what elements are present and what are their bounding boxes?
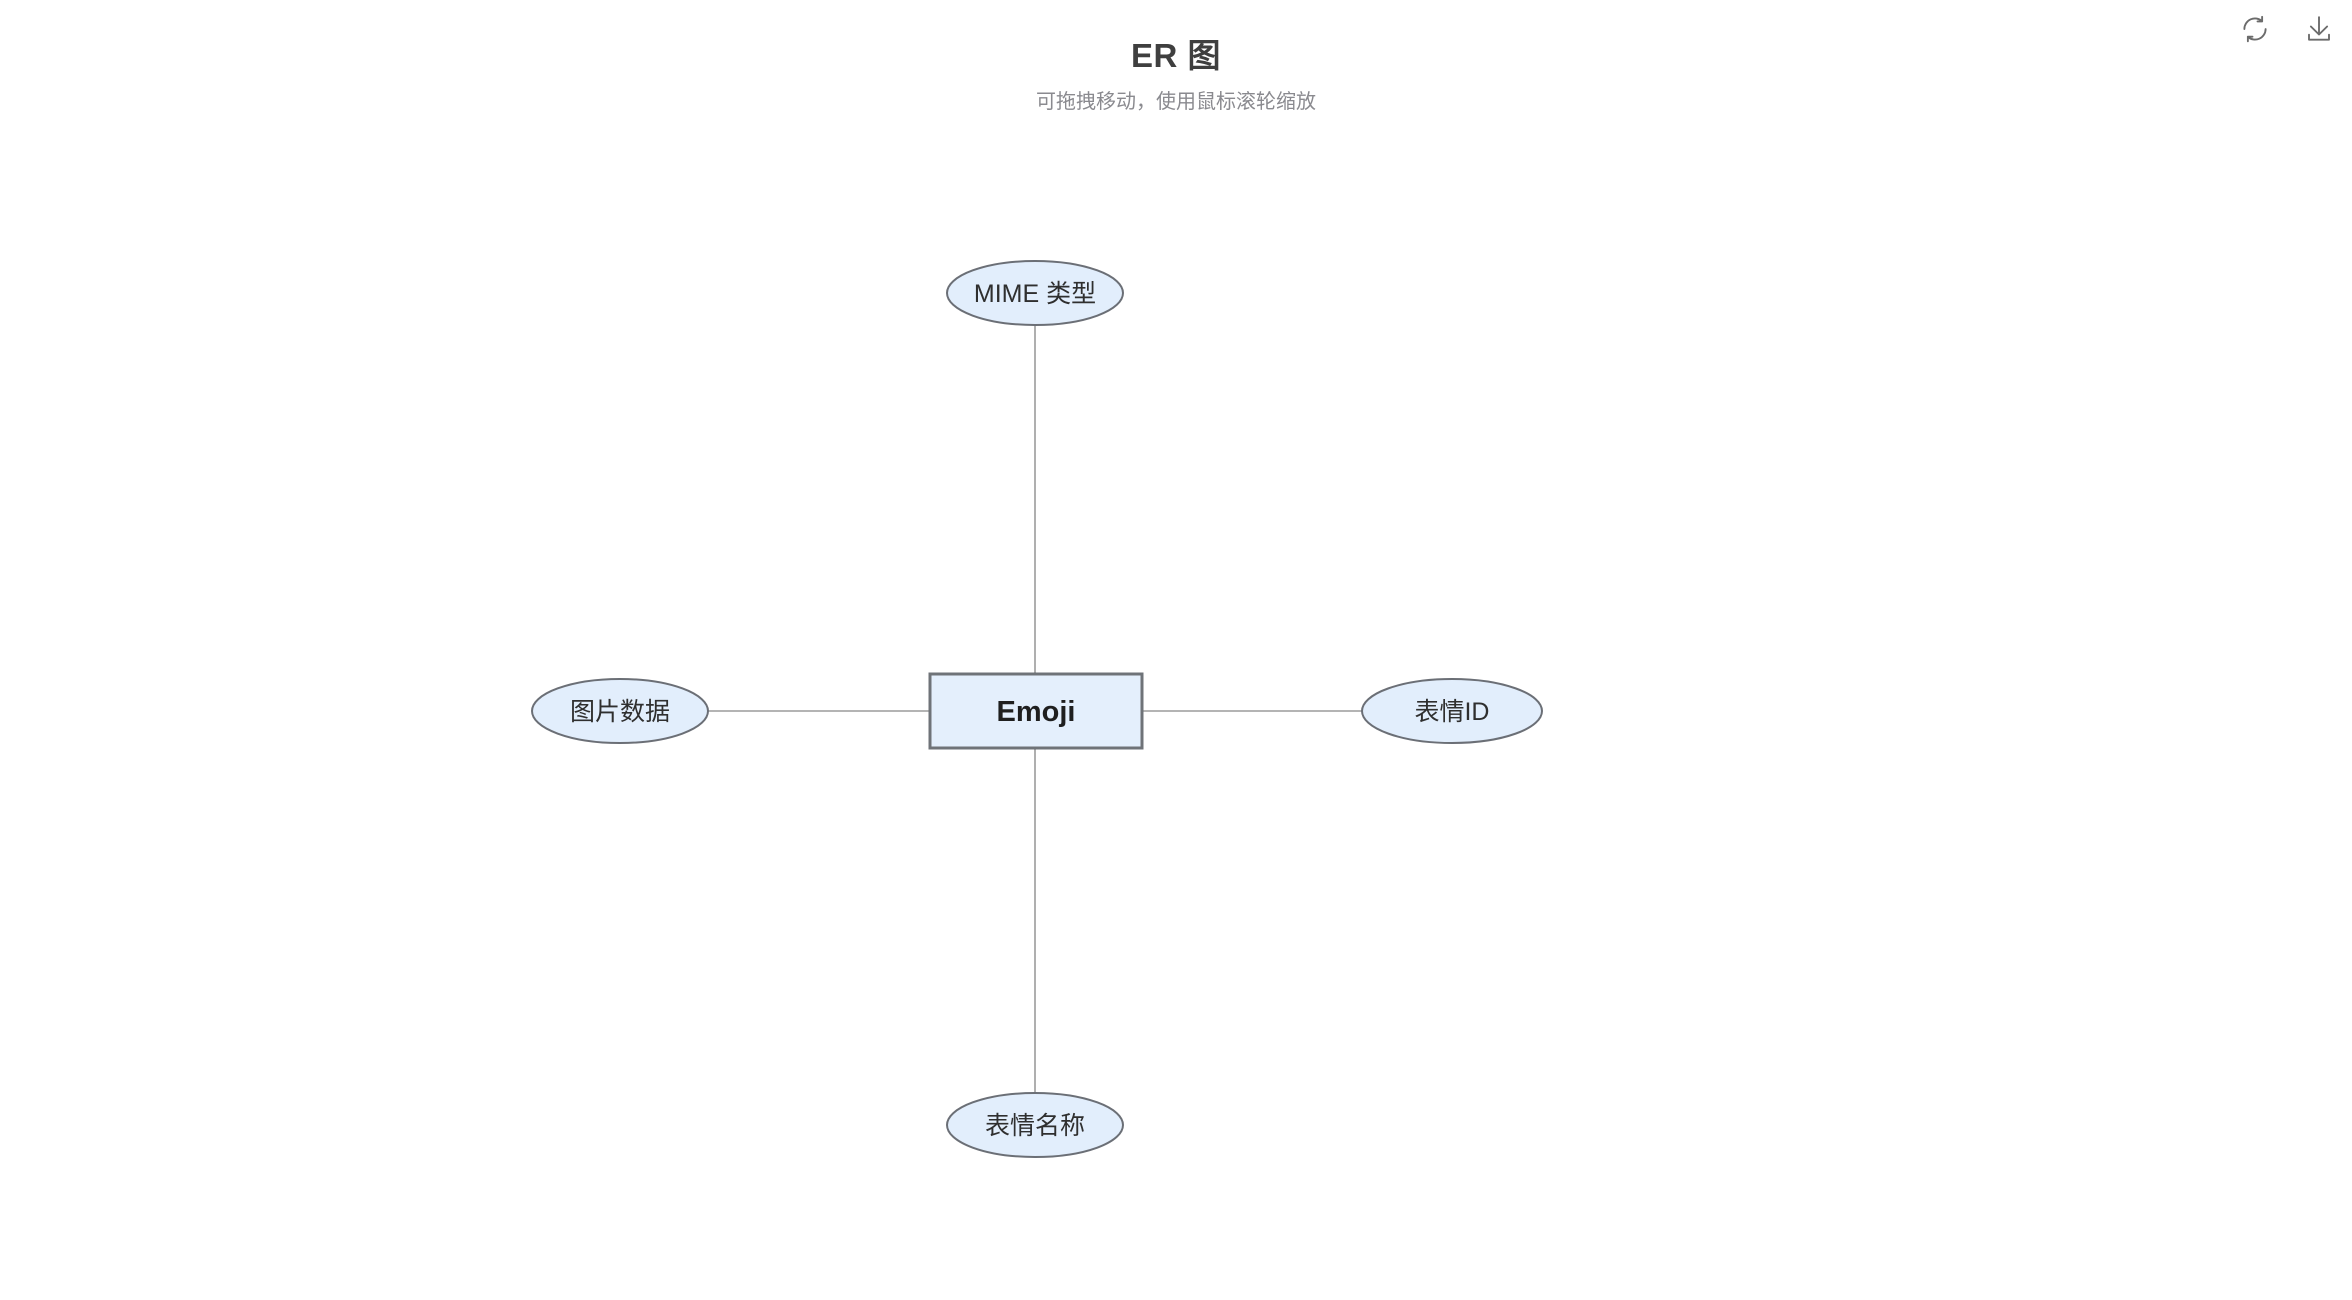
er-attribute-emoji-id[interactable]: 表情ID [1361,678,1543,744]
ellipse-shape [946,260,1124,326]
er-attribute-image-data[interactable]: 图片数据 [531,678,709,744]
refresh-icon [2240,14,2270,44]
download-icon [2304,14,2334,44]
er-attribute-mime-type[interactable]: MIME 类型 [946,260,1124,326]
refresh-button[interactable] [2236,10,2274,48]
entity-shape [928,672,1144,750]
download-button[interactable] [2300,10,2338,48]
ellipse-shape [1361,678,1543,744]
node-layer: MIME 类型 图片数据 表情ID 表情名称 Emoji [531,260,1543,1158]
er-attribute-label: MIME 类型 [974,280,1096,308]
er-attribute-label: 表情ID [1414,698,1489,726]
toolbar [2236,10,2338,48]
er-entity-emoji[interactable]: Emoji [928,672,1144,750]
ellipse-shape [531,678,709,744]
er-entity-label: Emoji [997,696,1076,728]
er-attribute-label: 图片数据 [570,698,670,726]
er-attribute-label: 表情名称 [985,1112,1085,1140]
ellipse-shape [946,1092,1124,1158]
er-attribute-emoji-name[interactable]: 表情名称 [946,1092,1124,1158]
